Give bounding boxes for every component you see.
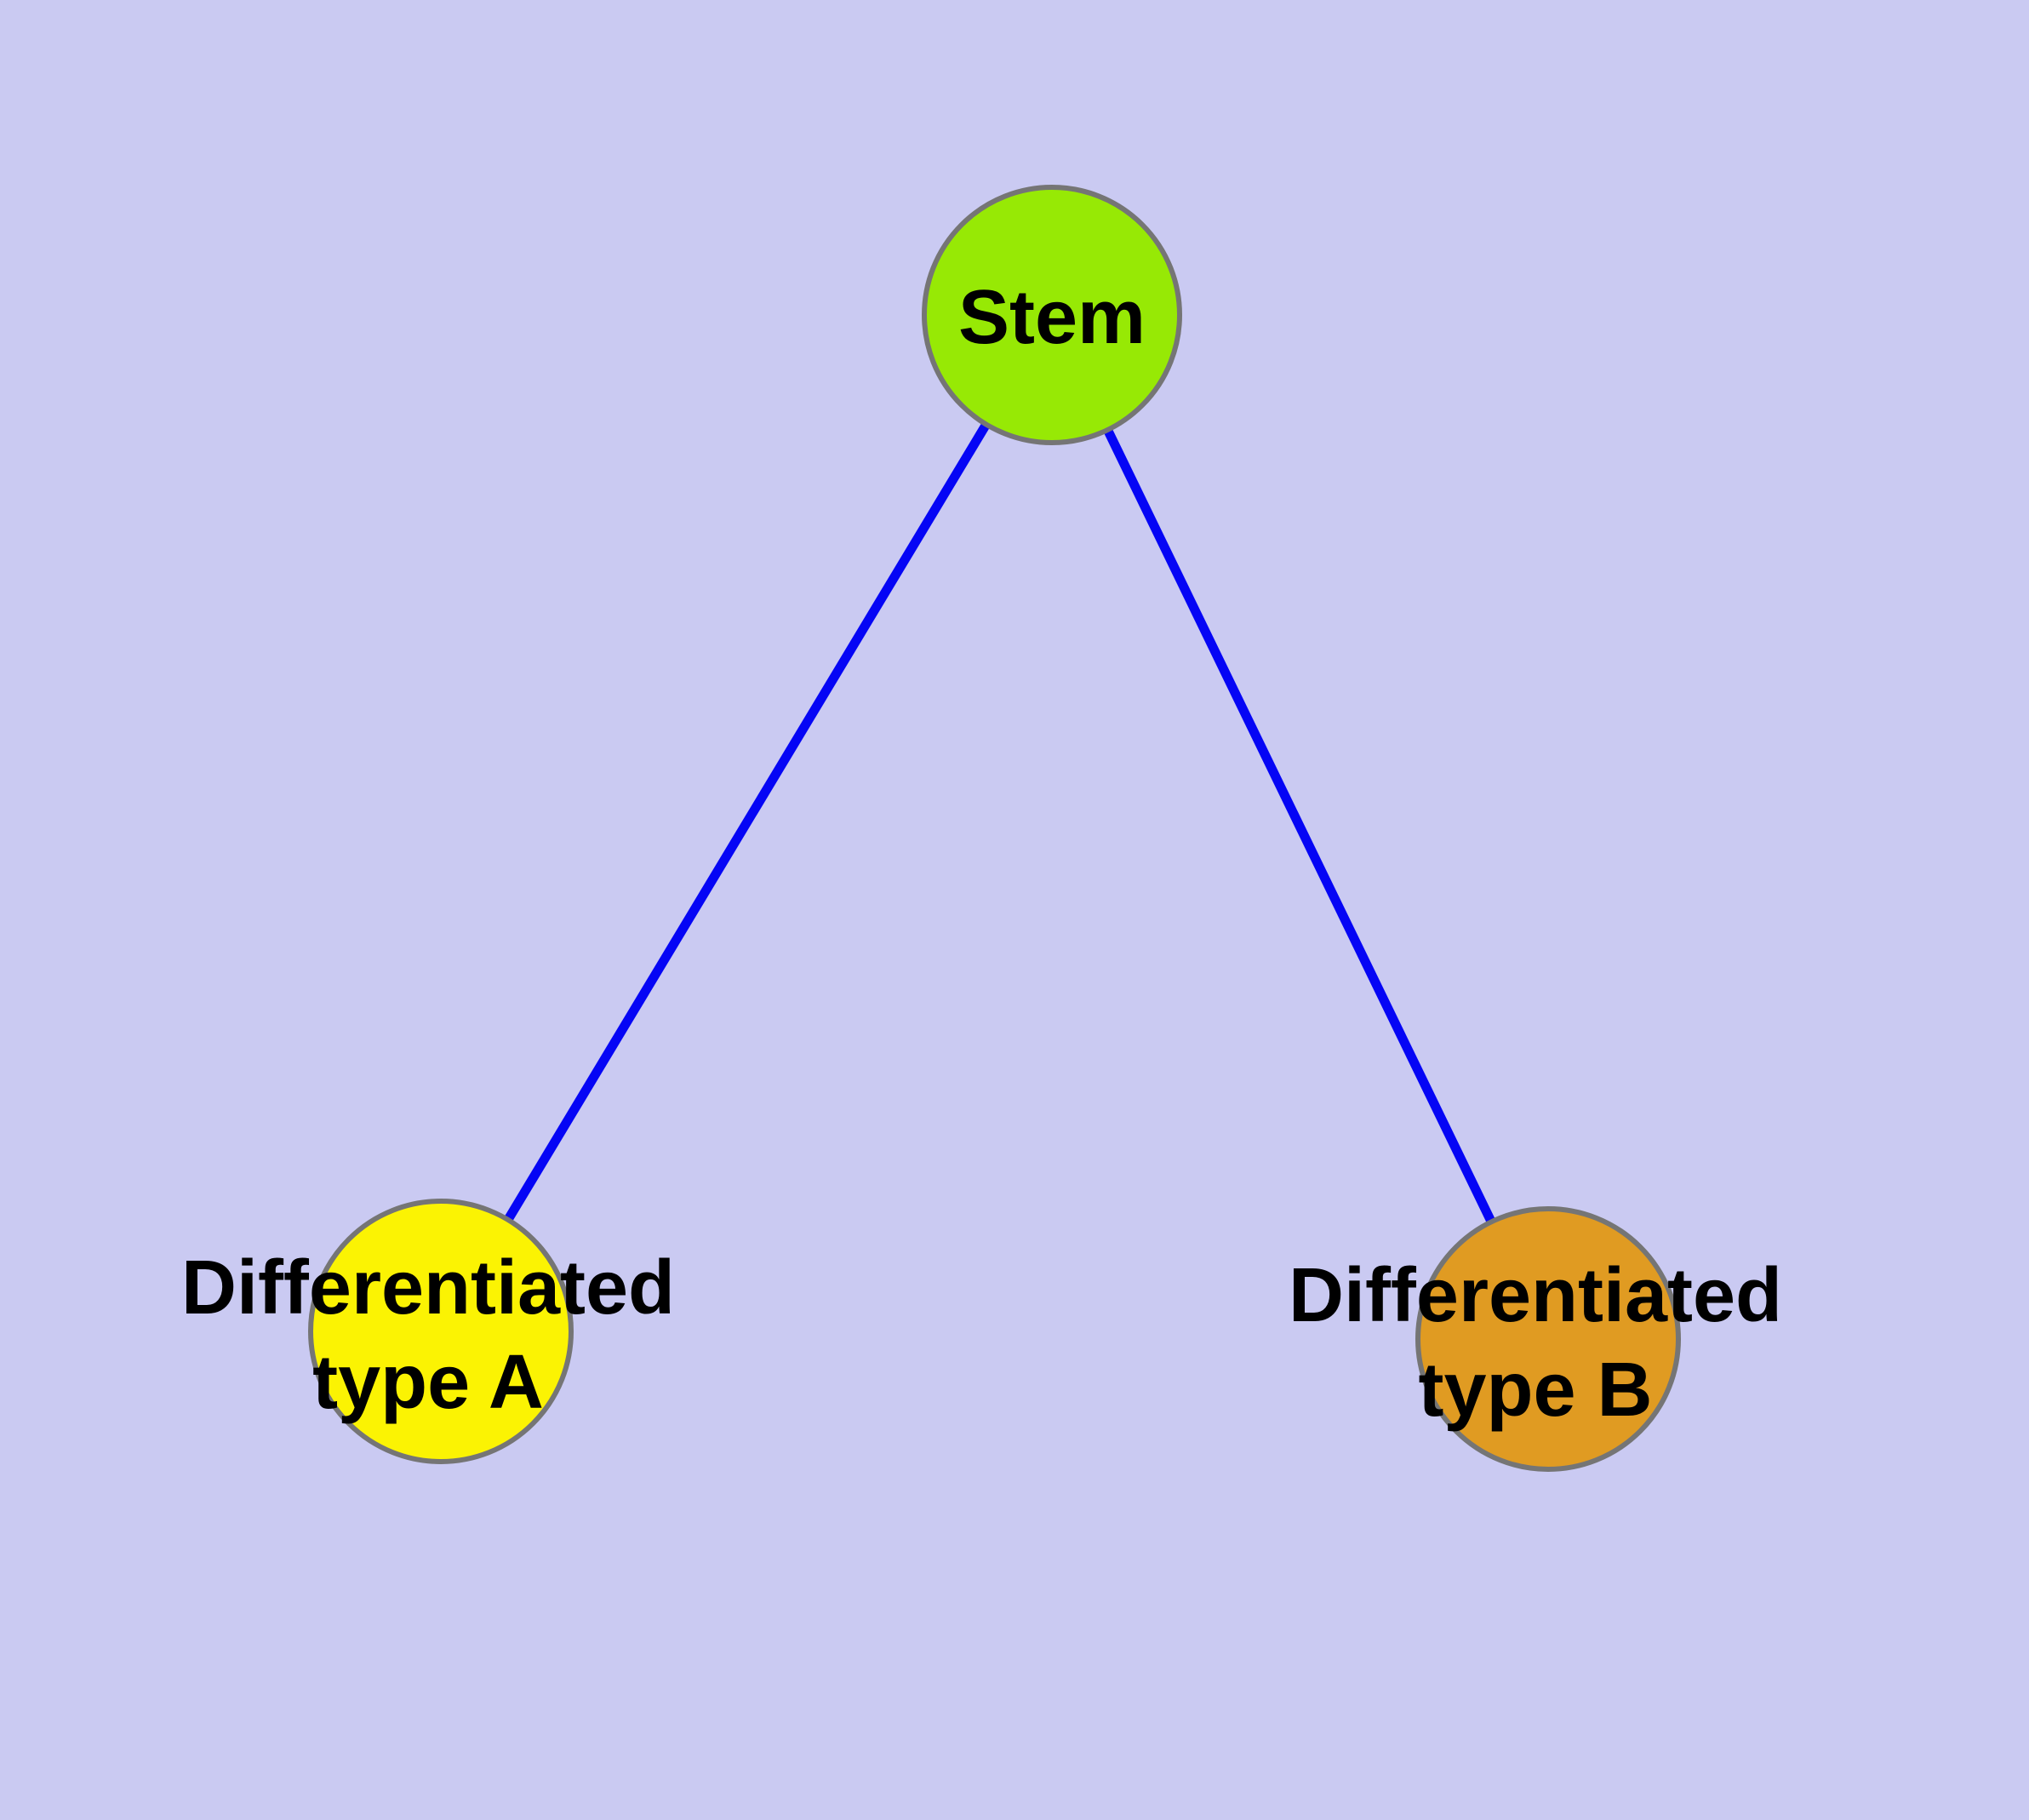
node-type-b-label-line2: type B: [1418, 1348, 1652, 1433]
node-type-b: Differentiated type B: [1289, 1206, 1782, 1472]
node-type-b-label-line1: Differentiated: [1289, 1253, 1782, 1338]
node-type-a-label-line1: Differentiated: [181, 1245, 675, 1331]
node-type-a-label-line2: type A: [312, 1340, 544, 1425]
node-stem-label: Stem: [958, 275, 1146, 360]
node-stem: Stem: [922, 185, 1182, 445]
node-type-b-circle: [1415, 1206, 1681, 1472]
edge-stem-to-type-b: [1048, 312, 1552, 1342]
node-type-a: Differentiated type A: [181, 1199, 675, 1464]
node-stem-circle: [922, 185, 1182, 445]
node-type-a-circle: [308, 1199, 574, 1464]
edge-stem-to-type-a: [437, 312, 1056, 1334]
